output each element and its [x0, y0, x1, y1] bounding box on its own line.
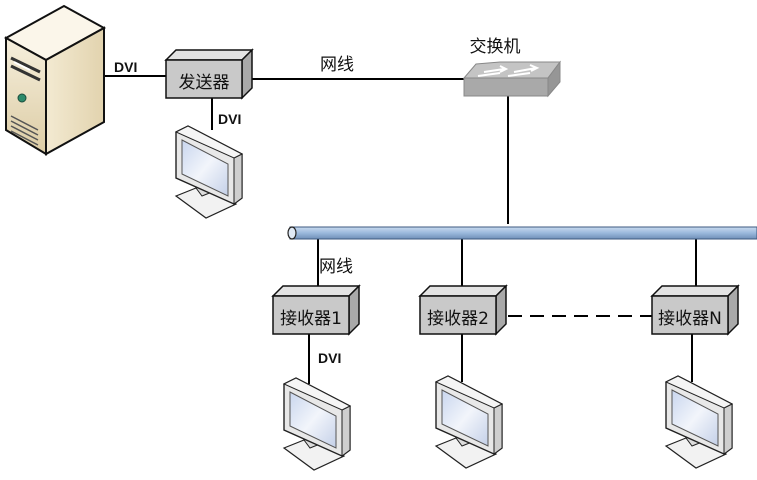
receiver-box-2: 接收器2 [419, 285, 507, 335]
edge-label-sender-switch: 网线 [320, 55, 354, 75]
switch-icon [462, 60, 561, 98]
receiver1-label: 接收器1 [280, 309, 342, 329]
sender-box: 发送器 [165, 49, 253, 99]
receiver-box-1: 接收器1 [272, 285, 360, 335]
sender-monitor-icon [175, 125, 243, 219]
sender-label: 发送器 [179, 73, 230, 93]
edge-label-sender-monitor: DVI [218, 111, 241, 127]
edge-label-bus-receiver1: 网线 [319, 257, 353, 277]
switch-label: 交换机 [470, 37, 521, 57]
server-icon [3, 4, 107, 156]
edge-label-server-sender: DVI [114, 59, 137, 75]
receiver-box-n: 接收器N [651, 285, 739, 335]
edge-label-receiver1-monitor: DVI [318, 350, 341, 366]
receiver2-label: 接收器2 [427, 309, 489, 329]
receiver2-monitor-icon [435, 375, 503, 469]
receiverN-monitor-icon [665, 375, 733, 469]
receiver1-monitor-icon [283, 377, 351, 471]
receiverN-label: 接收器N [658, 309, 722, 329]
connections [104, 75, 697, 384]
network-bus [287, 226, 757, 240]
